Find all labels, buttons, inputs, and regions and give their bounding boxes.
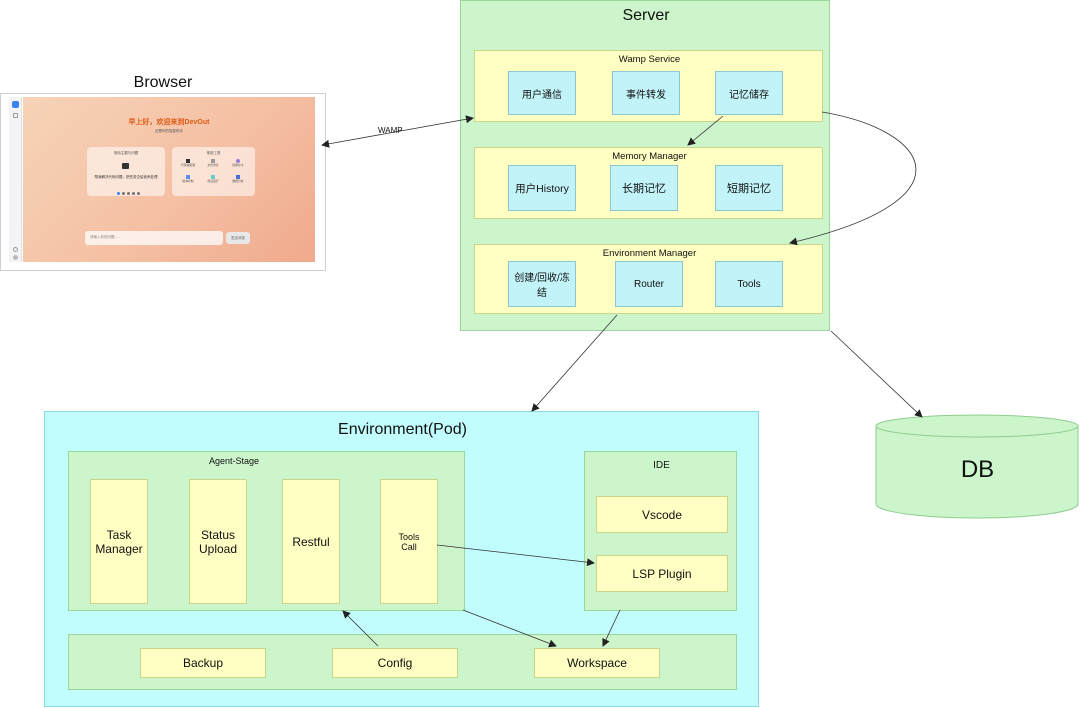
wamp-to-environment-manager-arrow [789, 111, 917, 246]
browser-title: Browser [133, 74, 193, 91]
browser-sidebar [9, 97, 22, 262]
agent-stage-to-workspace-arrow [462, 609, 557, 648]
left-card[interactable]: 常用主题与问题 帮我解决代码问题，把任务交给我来处理 [87, 147, 165, 196]
wamp-service-box: Wamp Service 用户通信 事件转发 记忆储存 [474, 50, 823, 122]
db-label: DB [960, 456, 995, 483]
tool-label: 测试运行 [207, 179, 219, 183]
backup-box: Backup [140, 648, 266, 678]
wamp-connection-arrow [321, 115, 474, 148]
user-icon[interactable] [13, 255, 18, 260]
greeting-text: 早上好，欢迎来到DevOut [128, 119, 210, 126]
environment-manager-box: Environment Manager 创建/回收/冻结 Router Tool… [474, 244, 823, 314]
tool-4-icon [186, 175, 190, 179]
tool-2-icon [211, 159, 215, 163]
db-cylinder [875, 414, 1079, 519]
tools-call-to-lsp-plugin-arrow [436, 544, 595, 567]
environment-manager-title: Environment Manager [602, 248, 697, 259]
tool-label: 代码编辑器 [181, 163, 195, 167]
agent-stage-box: Agent-Stage Task Manager Status Upload R… [68, 451, 465, 611]
terminal-icon [122, 163, 129, 169]
memory-manager-box: Memory Manager 用户History 长期记忆 短期记忆 [474, 147, 823, 219]
tools-box: Tools [715, 261, 783, 307]
config-to-agent-stage-arrow [342, 610, 379, 647]
tool-5-icon [211, 175, 215, 179]
memory-manager-title: Memory Manager [612, 151, 687, 162]
memory-storage-to-memory-manager-arrow [687, 115, 724, 146]
tool-item-4[interactable]: 版本控制 [176, 175, 200, 183]
config-box: Config [332, 648, 458, 678]
chat-input[interactable]: 请输入你的问题…… [85, 231, 223, 245]
tool-3-icon [236, 159, 240, 163]
send-button[interactable]: 发送消息 [226, 232, 250, 244]
browser-screen: 早上好，欢迎来到DevOut 这是你的智能助手 常用主题与问题 帮我解决代码问题… [23, 97, 315, 262]
right-card-title: 常用工具 [206, 151, 221, 155]
tool-6-icon [236, 175, 240, 179]
memory-storage-box: 记忆储存 [715, 71, 783, 115]
short-term-memory-box: 短期记忆 [715, 165, 783, 211]
ide-box: IDE Vscode LSP Plugin [584, 451, 737, 611]
tool-1-icon [186, 159, 190, 163]
new-chat-icon[interactable] [13, 113, 18, 118]
agent-stage-title: Agent-Stage [208, 456, 260, 466]
user-history-box: 用户History [508, 165, 576, 211]
left-card-title: 常用主题与问题 [113, 151, 139, 155]
ide-to-workspace-arrow [602, 609, 621, 647]
tool-label: 文件浏览 [207, 163, 219, 167]
tool-label: 终端命令 [232, 163, 244, 167]
chat-input-placeholder: 请输入你的问题…… [90, 235, 122, 239]
environment-pod-container: Environment(Pod) Agent-Stage Task Manage… [44, 411, 759, 707]
long-term-memory-box: 长期记忆 [610, 165, 678, 211]
tools-call-box: Tools Call [380, 479, 438, 604]
browser-window: 早上好，欢迎来到DevOut 这是你的智能助手 常用主题与问题 帮我解决代码问题… [0, 93, 326, 271]
left-card-text: 帮我解决代码问题，把任务交给我来处理 [94, 175, 158, 179]
vscode-box: Vscode [596, 496, 728, 533]
environment-pod-title: Environment(Pod) [338, 421, 467, 438]
task-manager-box: Task Manager [90, 479, 148, 604]
server-title: Server [622, 7, 670, 24]
tool-item-1[interactable]: 代码编辑器 [176, 159, 200, 167]
tool-item-2[interactable]: 文件浏览 [201, 159, 225, 167]
right-card[interactable]: 常用工具 代码编辑器 文件浏览 终端命令 版本控制 测试运行 [172, 147, 255, 196]
user-communication-box: 用户通信 [508, 71, 576, 115]
ide-title: IDE [653, 460, 670, 471]
tool-item-6[interactable]: 数据分析 [226, 175, 250, 183]
lsp-plugin-box: LSP Plugin [596, 555, 728, 592]
tool-label: 数据分析 [232, 179, 244, 183]
status-upload-box: Status Upload [189, 479, 247, 604]
server-container: Server Wamp Service 用户通信 事件转发 记忆储存 Memor… [460, 0, 830, 331]
tool-item-5[interactable]: 测试运行 [201, 175, 225, 183]
tool-label: 版本控制 [182, 179, 194, 183]
settings-icon[interactable] [13, 247, 18, 252]
create-recycle-freeze-box: 创建/回收/冻结 [508, 261, 576, 307]
greeting-subtitle: 这是你的智能助手 [155, 129, 183, 133]
event-forwarding-box: 事件转发 [612, 71, 680, 115]
app-logo-icon [12, 101, 19, 108]
workspace-box: Workspace [534, 648, 660, 678]
storage-box: Backup Config Workspace [68, 634, 737, 690]
server-to-db-arrow [830, 330, 923, 418]
restful-box: Restful [282, 479, 340, 604]
tool-item-3[interactable]: 终端命令 [226, 159, 250, 167]
router-to-environment-pod-arrow [531, 314, 618, 412]
router-box: Router [615, 261, 683, 307]
carousel-dots[interactable] [23, 189, 233, 195]
wamp-service-title: Wamp Service [618, 54, 681, 65]
